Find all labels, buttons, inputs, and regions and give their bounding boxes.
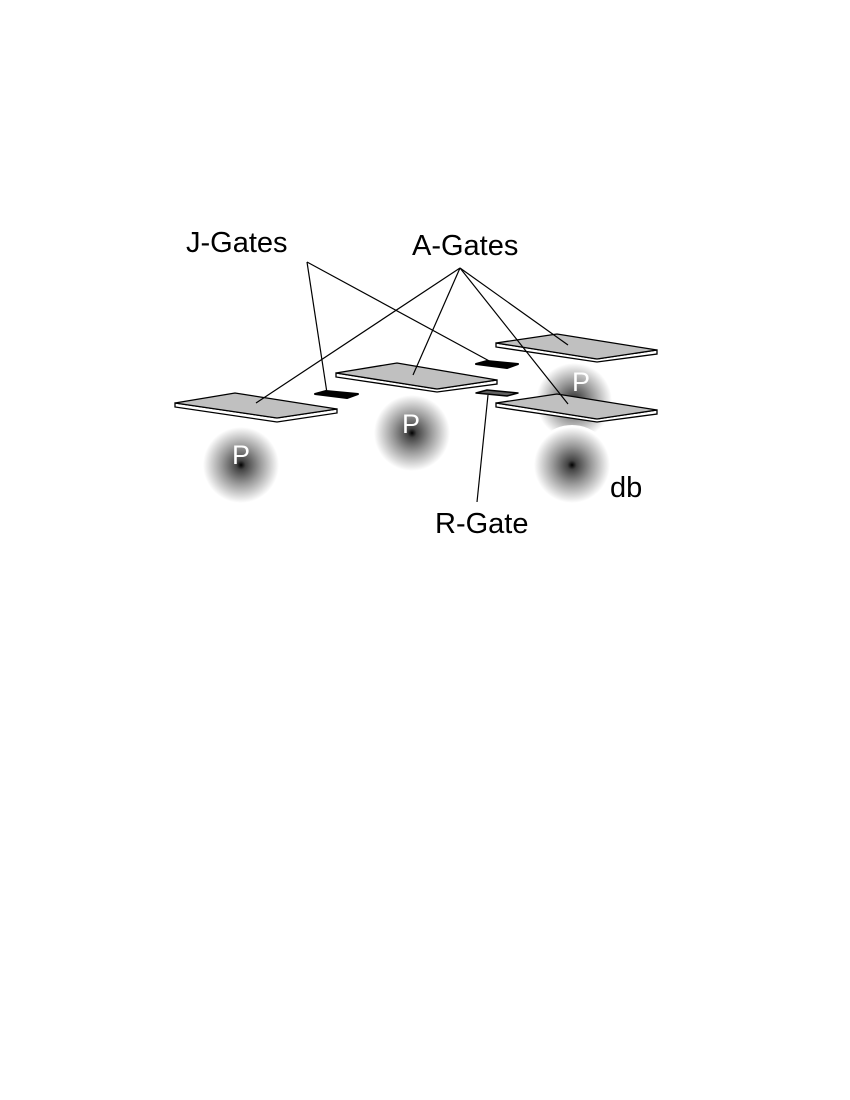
j-gate-2 (475, 360, 519, 369)
puddle-db (534, 427, 610, 503)
j-gates-leader-2 (306, 261, 494, 364)
a-gates-leader-2 (412, 267, 461, 376)
j-gates-label: J-Gates (186, 227, 288, 259)
leader-lines (255, 261, 569, 503)
a-gates-leader-3 (459, 267, 569, 346)
puddle-p1-label: P (232, 440, 250, 470)
puddle-p1 (203, 427, 279, 503)
j-gates-leader-1 (306, 261, 328, 394)
puddle-p2 (374, 395, 450, 471)
a-gate-plate-3 (495, 333, 658, 363)
a-gates-label: A-Gates (412, 230, 518, 262)
puddle-p3-label: P (572, 367, 590, 397)
r-gate-label: R-Gate (435, 508, 528, 540)
a-gate-plate-4 (495, 393, 658, 423)
a-gates-leader-4 (459, 267, 569, 405)
r-gate (475, 389, 519, 397)
a-gate-plate-1 (174, 392, 338, 423)
db-label: db (610, 472, 642, 504)
puddle-p2-label: P (402, 409, 420, 439)
j-gate-1 (314, 390, 359, 399)
a-gates-leader-1 (255, 267, 461, 404)
r-gate-leader (476, 394, 489, 503)
a-gate-plate-2 (335, 362, 498, 393)
